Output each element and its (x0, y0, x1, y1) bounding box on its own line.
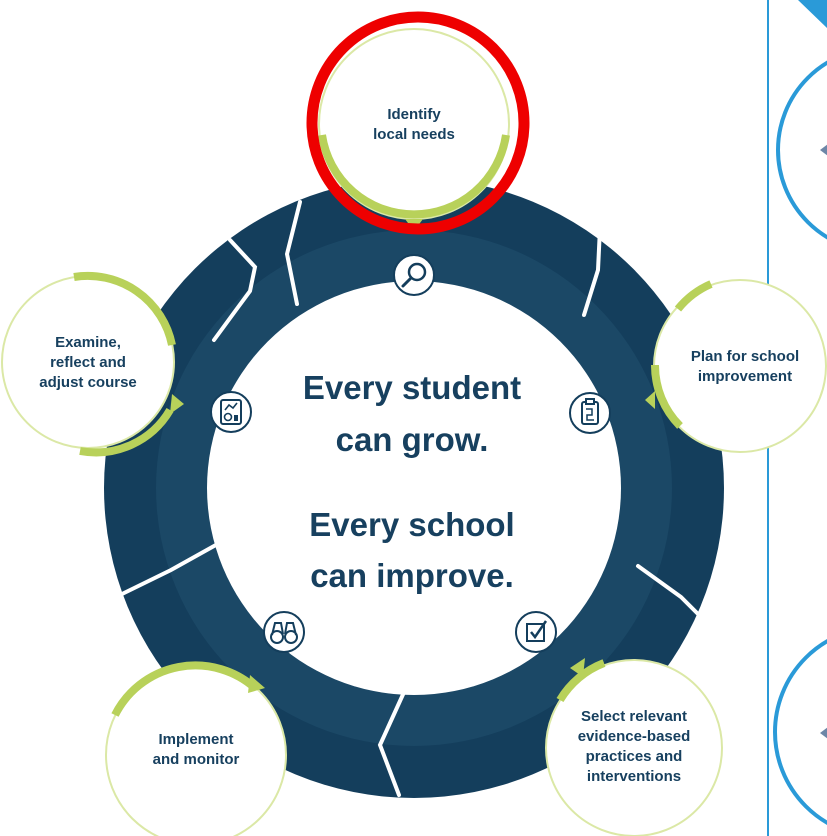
step-identify-line-1: Identify (387, 106, 441, 123)
step-select-line-2: evidence-based (577, 728, 691, 745)
step-examine-line-3: adjust course (39, 374, 137, 391)
step-select-circle (545, 658, 723, 836)
checkbox-icon (515, 611, 557, 653)
step-examine-line-2: reflect and (50, 354, 126, 371)
step-implement-label: Implement and monitor (118, 730, 274, 770)
step-plan-label: Plan for school improvement (672, 347, 818, 387)
step-select-line-4: interventions (586, 768, 682, 785)
magnifier-icon (393, 254, 435, 296)
center-disc (207, 281, 621, 695)
step-select-label: Select relevant evidence-based practices… (553, 707, 715, 787)
center-line-4: can improve. (310, 557, 514, 594)
step-identify-label: Identify local needs (334, 105, 494, 145)
step-examine-line-1: Examine, (55, 334, 121, 351)
step-examine-label: Examine, reflect and adjust course (10, 333, 166, 393)
step-plan-circle (645, 279, 827, 453)
step-examine-circle (1, 271, 184, 457)
step-identify-circle (318, 28, 510, 231)
step-select-line-3: practices and (585, 748, 683, 765)
chart-report-icon (210, 391, 252, 433)
side-circle-bottom (773, 639, 827, 825)
center-line-2: can grow. (335, 421, 489, 458)
step-implement-line-1: Implement (158, 731, 234, 748)
step-implement-line-2: and monitor (152, 751, 240, 768)
highlight-annotation-circle (306, 11, 530, 235)
center-line-1: Every student (302, 369, 522, 406)
clipboard-plan-icon (569, 392, 611, 434)
center-line-3: Every school (309, 506, 515, 543)
step-implement-circle (105, 661, 287, 836)
side-arrow-bottom (820, 727, 827, 739)
side-arrow-top (820, 144, 827, 156)
step-identify-line-2: local needs (373, 126, 455, 143)
step-select-line-1: Select relevant (581, 708, 687, 725)
step-plan-line-2: improvement (697, 368, 793, 385)
side-circle-top (776, 60, 827, 240)
side-corner-shape (798, 0, 827, 28)
binoculars-icon (263, 611, 305, 653)
step-plan-line-1: Plan for school (690, 348, 800, 365)
